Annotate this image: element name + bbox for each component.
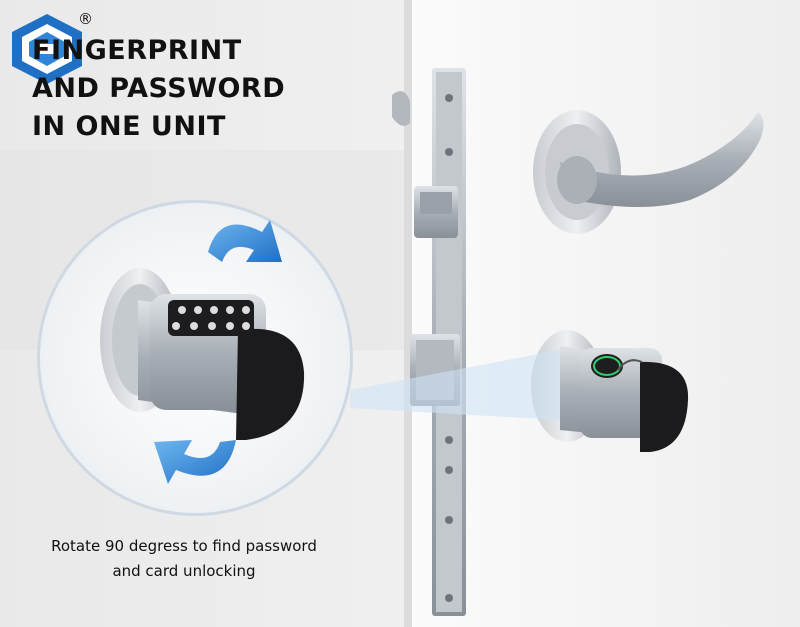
keypad-panel (168, 300, 254, 336)
feature-caption: Rotate 90 degress to find password and c… (24, 534, 344, 584)
callout-beam (350, 350, 560, 420)
magnified-cylinder-callout (37, 200, 353, 516)
door-leaf (408, 0, 800, 627)
caption-line-1: Rotate 90 degress to find password (51, 537, 317, 555)
headline-line-3: IN ONE UNIT (32, 111, 226, 142)
rotate-arrow-bottom-icon (154, 440, 236, 484)
rear-lever-stub (392, 91, 410, 126)
door-smart-cylinder (531, 330, 689, 452)
door-lever-handle (533, 110, 764, 234)
door-edge (404, 0, 412, 627)
keypad-keys (172, 306, 250, 330)
headline: FINGERPRINT AND PASSWORD IN ONE UNIT (32, 32, 285, 146)
rotate-arrow-top-icon (208, 220, 282, 262)
caption-line-2: and card unlocking (112, 562, 256, 580)
registered-trademark: ® (78, 10, 93, 28)
brand-logo (12, 14, 82, 84)
headline-line-1: FINGERPRINT (32, 35, 242, 66)
headline-line-2: AND PASSWORD (32, 73, 286, 104)
